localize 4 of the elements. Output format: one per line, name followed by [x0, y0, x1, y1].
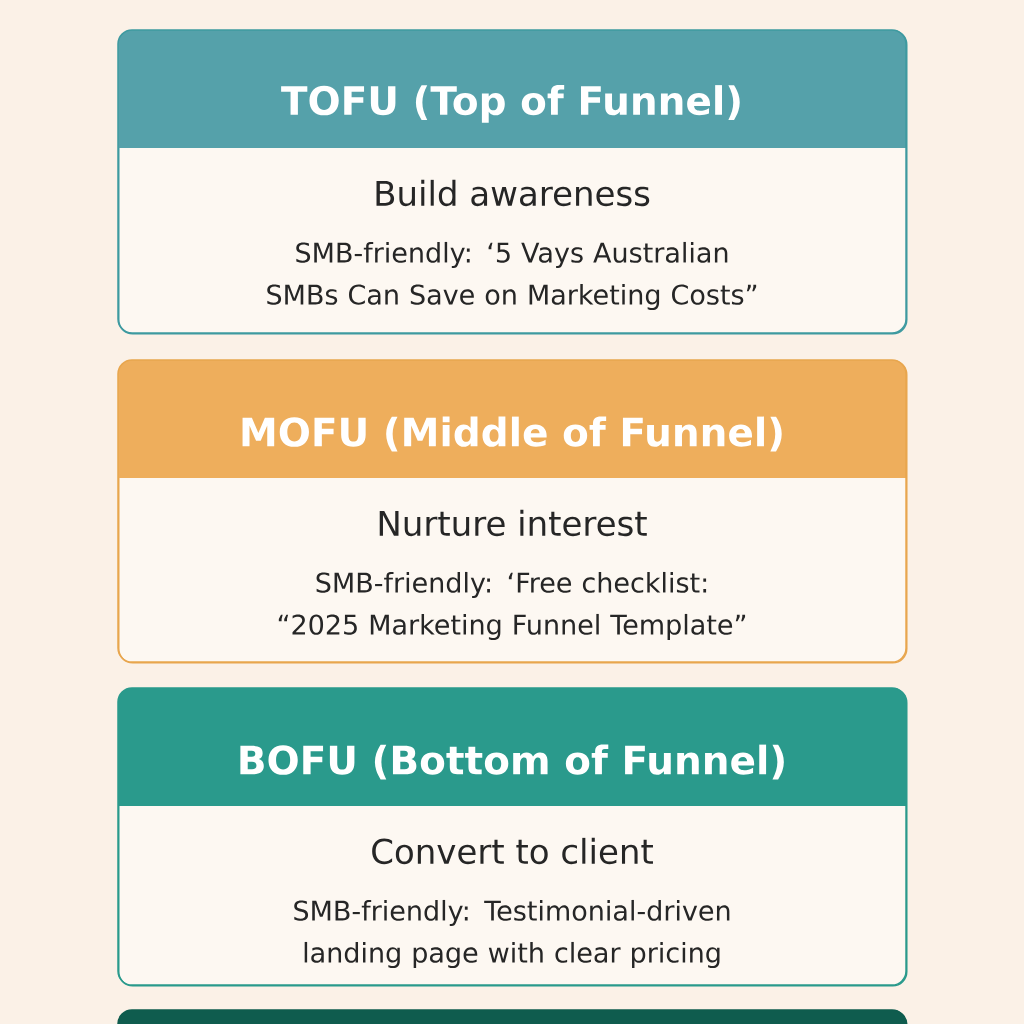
stage-card: BOFU (Bottom of Funnel) Convert to client SMB-friendly: Testimonial-driven landing page with clear pricing: [117, 687, 908, 987]
box: [117, 1009, 908, 1024]
stage-card: MOFU (Middle of Funnel) Nurture interest SMB-friendly: ‘Free checklist: “2025 Marketing Funnel Template”: [117, 359, 908, 664]
stage-card: TOFU (Top of Funnel) Build awareness SMB-friendly: ‘5 Vays Australian SMBs Can Save on Marketing Costs”: [117, 29, 908, 335]
